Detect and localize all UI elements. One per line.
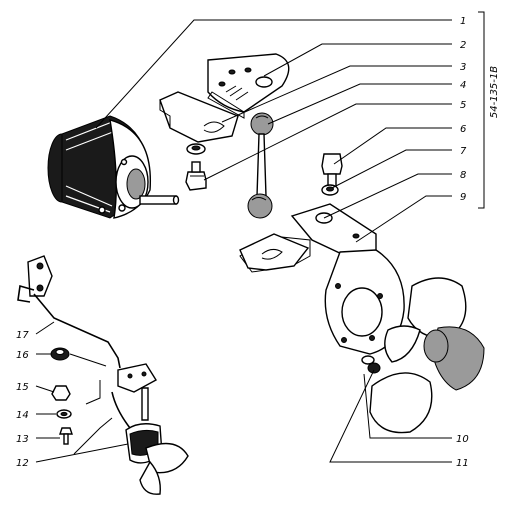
callout-1: 1 — [460, 16, 466, 27]
callout-4: 4 — [460, 80, 466, 91]
bolt-right — [321, 153, 343, 196]
bracket-small — [159, 91, 239, 143]
drawing-code-bracket: 54-135-1B — [478, 11, 500, 209]
callout-5: 5 — [460, 100, 466, 111]
motor — [47, 115, 180, 219]
fan-impeller — [369, 277, 485, 434]
callout-14: 14 — [16, 410, 29, 421]
callout-6: 6 — [460, 124, 466, 135]
fan-nut-washer — [361, 355, 381, 374]
callout-13: 13 — [16, 434, 29, 445]
callout-16: 16 — [16, 350, 29, 361]
callout-10: 10 — [456, 434, 469, 445]
callout-3: 3 — [460, 62, 466, 73]
bracket-large — [239, 203, 405, 355]
callout-12: 12 — [16, 458, 29, 469]
drawing-code: 54-135-1B — [489, 66, 500, 118]
callout-7: 7 — [460, 146, 467, 157]
small-assembly — [17, 255, 189, 495]
motor-washer-bolt — [185, 143, 207, 191]
callout-15: 15 — [16, 382, 29, 393]
link-rod — [247, 112, 274, 219]
callout-9: 9 — [460, 192, 466, 203]
callout-17: 17 — [16, 330, 29, 341]
mounting-plate-top — [207, 53, 290, 119]
callout-2: 2 — [460, 40, 466, 51]
small-hardware — [50, 347, 73, 445]
callout-11: 11 — [456, 458, 469, 469]
callout-numbers: 1 2 3 4 5 6 7 8 9 10 11 12 13 14 15 16 1… — [16, 16, 469, 469]
leader-lines — [35, 19, 452, 463]
callout-8: 8 — [460, 170, 466, 181]
